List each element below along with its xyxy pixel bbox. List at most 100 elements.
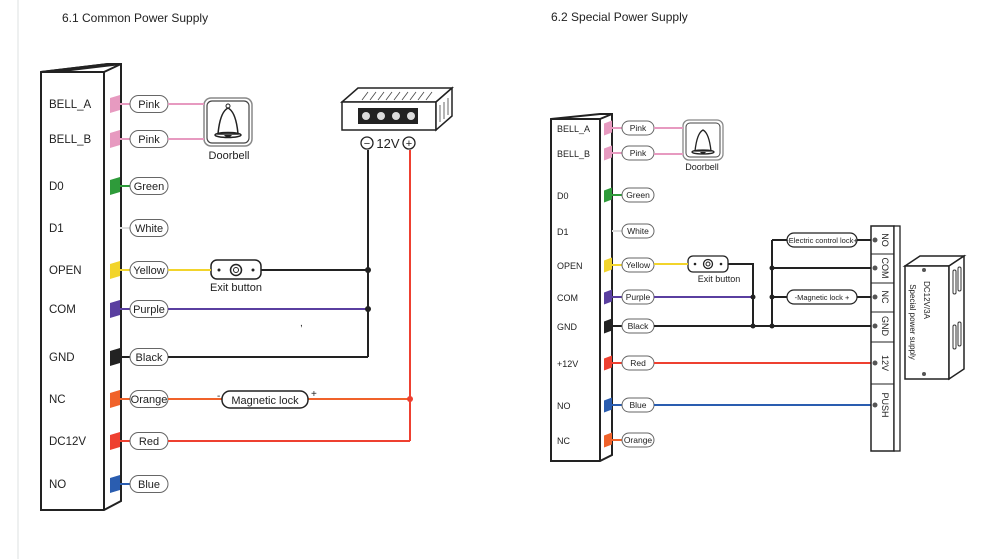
psu-terminal-block <box>870 225 901 452</box>
wire-color-label: White <box>135 223 163 235</box>
terminal-label: D0 <box>557 191 569 201</box>
terminal-pin <box>604 120 612 136</box>
terminal-label: OPEN <box>557 261 583 271</box>
psu-name: Special power supply <box>908 284 917 360</box>
terminal-pin <box>604 397 612 413</box>
terminal-label: OPEN <box>49 265 82 277</box>
psu-terminal-screw <box>872 323 878 329</box>
special-power-supply-icon <box>902 254 967 381</box>
magnetic-lock <box>221 390 309 409</box>
lock-minus: - <box>217 391 220 402</box>
wire-color-label: Purple <box>133 304 165 316</box>
doorbell-icon <box>682 119 724 161</box>
wire-color-label: Blue <box>138 479 160 491</box>
terminal-label: COM <box>557 293 578 303</box>
terminal-d0: D0 Green <box>557 187 655 203</box>
terminal-nc: NC Orange <box>557 432 655 448</box>
controller-6-2 <box>550 113 613 462</box>
terminal-label: GND <box>49 352 75 364</box>
wire-color-tag <box>129 475 169 493</box>
terminal-d1: D1 White <box>557 223 655 239</box>
terminal-label: BELL_A <box>557 124 590 134</box>
terminal-pin <box>110 475 120 493</box>
wire-color-tag <box>621 223 655 239</box>
terminal-label: BELL_B <box>49 134 92 146</box>
terminal-bell-b: BELL_B Pink <box>557 145 655 161</box>
terminal-label: D0 <box>49 181 64 193</box>
wire-color-label: Purple <box>626 292 651 302</box>
magnetic-lock-label: -Magnetic lock + <box>795 293 850 302</box>
wire-color-label: Blue <box>629 400 646 410</box>
terminal-pin <box>110 432 120 450</box>
terminal-open: OPEN Yellow <box>557 257 655 273</box>
section-6-1-title: 6.1 Common Power Supply <box>62 11 209 25</box>
doorbell-label: Doorbell <box>685 162 719 172</box>
exit-button-label: Exit button <box>698 274 741 284</box>
terminal-gnd: GND Black <box>557 318 655 334</box>
terminal-pin <box>110 130 120 148</box>
exit-button-label: Exit button <box>210 282 262 294</box>
terminal-pin <box>604 257 612 273</box>
terminal-pin <box>110 300 120 318</box>
terminal-nc: NC Orange <box>49 390 169 408</box>
psu-terminal-label: COM <box>880 258 890 279</box>
wire-color-label: Yellow <box>626 260 651 270</box>
terminal-label: BELL_A <box>49 99 92 111</box>
terminal-com: COM Purple <box>557 289 655 305</box>
doorbell-label: Doorbell <box>209 150 250 162</box>
magnetic-lock <box>786 289 858 305</box>
wire-color-label: White <box>627 226 649 236</box>
lock-plus: + <box>311 389 317 400</box>
wire-color-label: Black <box>136 352 163 364</box>
wire-color-label: Green <box>626 190 650 200</box>
terminal-pin <box>110 177 120 195</box>
wire-color-tag <box>621 187 655 203</box>
psu-terminal-screw <box>872 294 878 300</box>
wire-color-tag <box>129 177 169 195</box>
wire-color-label: Orange <box>131 394 168 406</box>
controller-6-1 <box>40 63 122 511</box>
psu-terminal-screw <box>872 237 878 243</box>
psu-terminal-label: GND <box>880 316 890 337</box>
wire-color-tag <box>129 219 169 237</box>
terminal-label: GND <box>557 322 578 332</box>
terminal-label: NC <box>49 394 66 406</box>
terminal-label: NO <box>49 479 66 491</box>
terminal-pin <box>604 355 612 371</box>
psu-terminal-label: NC <box>880 291 890 304</box>
terminal-pin <box>110 261 120 279</box>
wire-color-label: Black <box>628 321 650 331</box>
wire-color-label: Orange <box>624 435 653 445</box>
wire-color-label: Pink <box>630 123 647 133</box>
psu-terminal-screw <box>872 360 878 366</box>
terminal-gnd: GND Black <box>49 348 169 366</box>
electric-control-lock <box>786 232 858 248</box>
terminal-pin <box>604 432 612 448</box>
psu-terminal-screw <box>872 265 878 271</box>
wire-color-tag <box>621 432 655 448</box>
terminal-pin <box>110 348 120 366</box>
terminal-pin <box>604 145 612 161</box>
electric-lock-label: -Electric control lock+ <box>786 236 858 245</box>
section-6-2-title: 6.2 Special Power Supply <box>551 10 688 24</box>
page-edge <box>17 0 19 559</box>
terminal-label: D1 <box>557 227 569 237</box>
terminal-label: BELL_B <box>557 149 590 159</box>
wire-color-label: Pink <box>630 148 647 158</box>
psu-spec: DC12V/3A <box>922 281 931 319</box>
power-supply-icon <box>340 86 454 150</box>
psu-voltage: 12V <box>376 136 399 151</box>
psu-plus: + <box>406 138 412 150</box>
psu-terminal-label: 12V <box>880 355 890 371</box>
psu-terminal-screw <box>872 402 878 408</box>
terminal-label: NC <box>557 436 570 446</box>
stray-mark: , <box>300 318 303 329</box>
